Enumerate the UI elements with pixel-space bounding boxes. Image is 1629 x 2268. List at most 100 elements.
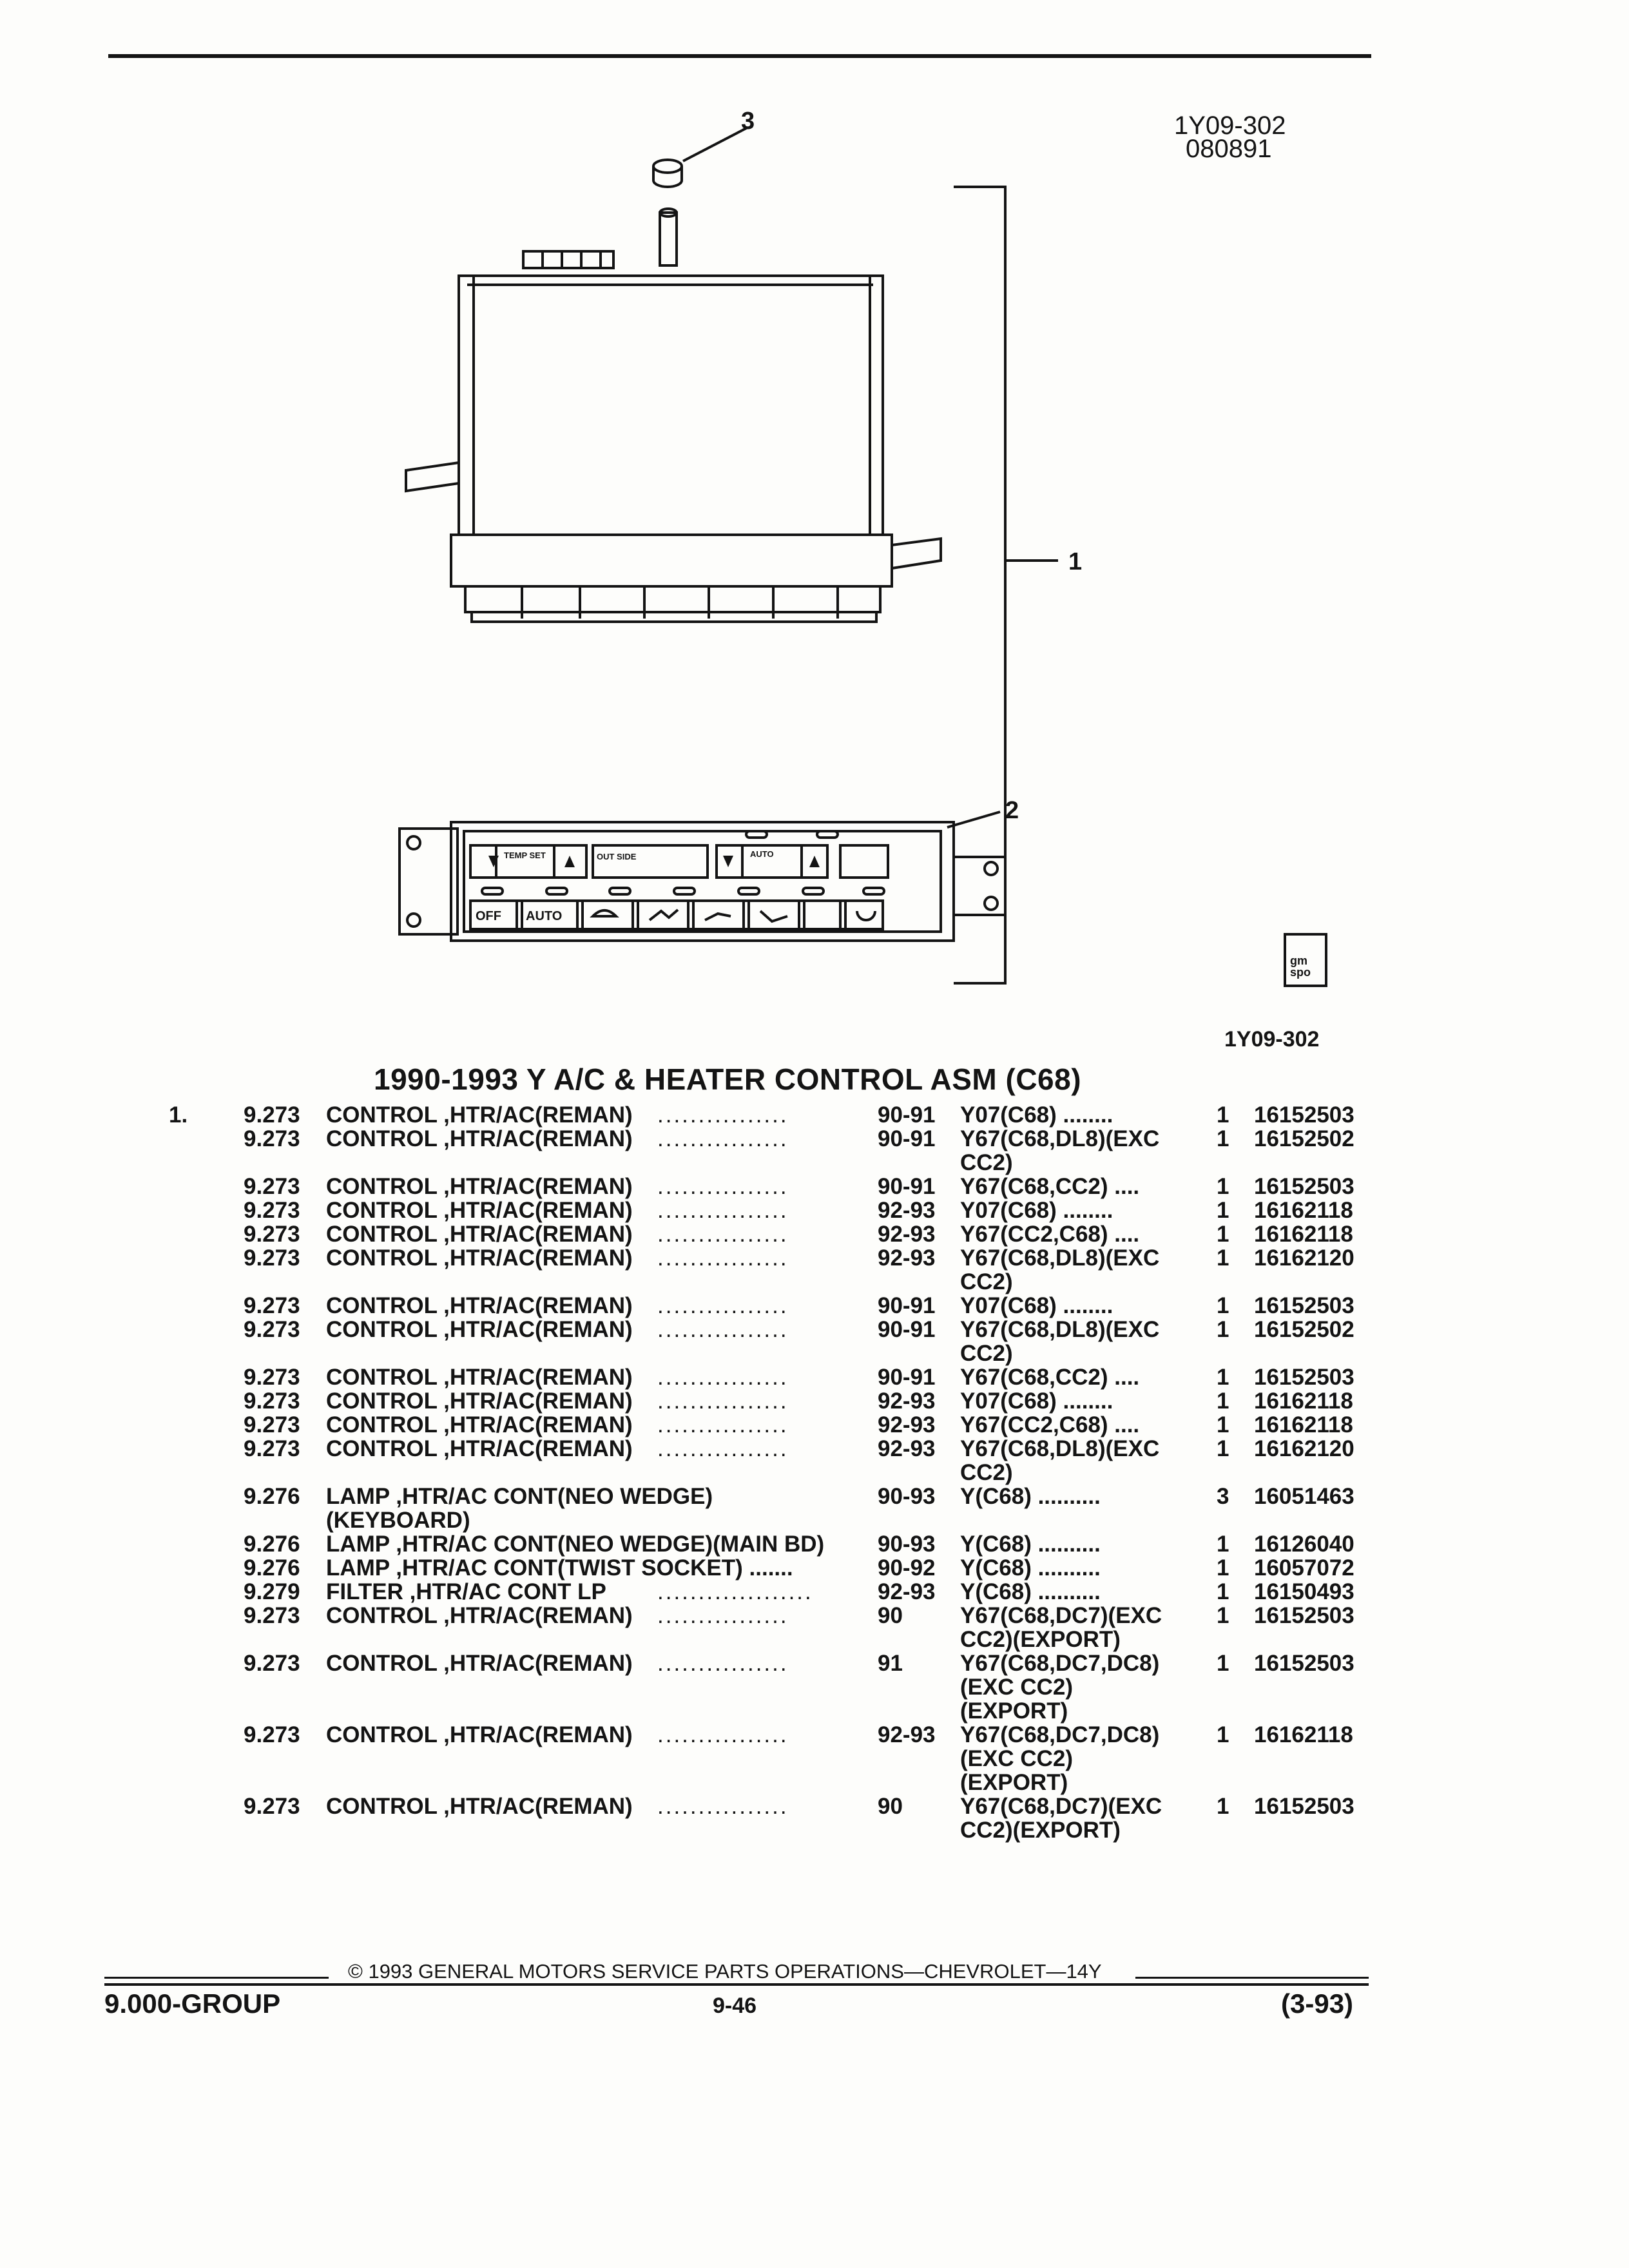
application: Y67(C68,DC7)(EXC <box>960 1603 1162 1628</box>
leader-dots: ................ <box>657 1365 789 1390</box>
callout-3: 3 <box>741 110 755 135</box>
part-number: 16152502 <box>1254 1317 1354 1342</box>
group-number: 9.279 <box>244 1579 300 1604</box>
quantity: 3 <box>1217 1484 1229 1509</box>
application: Y(C68) .......... <box>960 1555 1101 1581</box>
footer-rule <box>104 1983 1369 1986</box>
model-years: 92-93 <box>878 1722 936 1747</box>
part-description: LAMP ,HTR/AC CONT(TWIST SOCKET) ....... <box>326 1555 793 1581</box>
model-years: 92-93 <box>878 1579 936 1604</box>
callout-2: 2 <box>1005 797 1019 824</box>
part-number: 16152503 <box>1254 1365 1354 1390</box>
part-description: CONTROL ,HTR/AC(REMAN) <box>326 1198 633 1223</box>
outside-label: OUT SIDE <box>597 852 637 861</box>
gm-spo-logo: gm spo <box>1284 933 1327 987</box>
group-label: 9.000-GROUP <box>104 1988 281 2019</box>
quantity: 1 <box>1217 1651 1229 1676</box>
model-years: 92-93 <box>878 1436 936 1461</box>
auto-button-label: AUTO <box>526 909 562 923</box>
application: Y(C68) .......... <box>960 1532 1101 1557</box>
part-number: 16152503 <box>1254 1174 1354 1199</box>
leader-dots: ................ <box>657 1651 789 1676</box>
application: Y(C68) .......... <box>960 1484 1101 1509</box>
application: Y07(C68) ........ <box>960 1198 1113 1223</box>
quantity: 1 <box>1217 1532 1229 1557</box>
part-description: CONTROL ,HTR/AC(REMAN) <box>326 1174 633 1199</box>
fan-auto-label: AUTO <box>750 849 774 859</box>
control-faceplate <box>398 821 1007 942</box>
part-number: 16162120 <box>1254 1436 1354 1461</box>
callout-1: 1 <box>1068 548 1082 575</box>
quantity: 1 <box>1217 1174 1229 1199</box>
leader-dots: ................... <box>657 1579 813 1604</box>
part-number: 16051463 <box>1254 1484 1354 1509</box>
application: Y(C68) .......... <box>960 1579 1101 1604</box>
part-description: CONTROL ,HTR/AC(REMAN) <box>326 1365 633 1390</box>
group-number: 9.273 <box>244 1174 300 1199</box>
application: Y07(C68) ........ <box>960 1102 1113 1128</box>
application-cont: CC2) <box>960 1460 1013 1485</box>
part-description-cont: (KEYBOARD) <box>326 1508 470 1533</box>
top-rule <box>108 54 1371 58</box>
left-bracket <box>405 461 459 493</box>
group-number: 9.276 <box>244 1555 300 1581</box>
quantity: 1 <box>1217 1436 1229 1461</box>
application: Y67(C68,DC7,DC8) <box>960 1722 1160 1747</box>
part-description: CONTROL ,HTR/AC(REMAN) <box>326 1722 633 1747</box>
application-cont: CC2)(EXPORT) <box>960 1818 1121 1843</box>
right-bracket <box>891 537 942 570</box>
quantity: 1 <box>1217 1317 1229 1342</box>
copyright: © 1993 GENERAL MOTORS SERVICE PARTS OPER… <box>348 1960 1102 1983</box>
application: Y67(C68,DL8)(EXC <box>960 1245 1160 1271</box>
part-description: CONTROL ,HTR/AC(REMAN) <box>326 1436 633 1461</box>
leader-dots: ................ <box>657 1389 789 1414</box>
application: Y67(C68,DL8)(EXC <box>960 1436 1160 1461</box>
footer-rule-left <box>104 1977 329 1979</box>
leader-dots: ................ <box>657 1245 789 1271</box>
part-number: 16150493 <box>1254 1579 1354 1604</box>
model-years: 92-93 <box>878 1389 936 1414</box>
leader-dots: ................ <box>657 1317 789 1342</box>
leader-dots: ................ <box>657 1603 789 1628</box>
application: Y67(C68,CC2) .... <box>960 1365 1140 1390</box>
callout-3-leader <box>682 126 748 162</box>
shaft <box>659 211 678 267</box>
group-number: 9.273 <box>244 1198 300 1223</box>
part-description: CONTROL ,HTR/AC(REMAN) <box>326 1126 633 1151</box>
off-button-label: OFF <box>476 909 501 923</box>
application-cont: (EXPORT) <box>960 1698 1068 1724</box>
group-number: 9.273 <box>244 1651 300 1676</box>
part-description: CONTROL ,HTR/AC(REMAN) <box>326 1222 633 1247</box>
model-years: 90-91 <box>878 1365 936 1390</box>
model-years: 90-93 <box>878 1532 936 1557</box>
page-number: 9-46 <box>713 1994 757 2018</box>
quantity: 1 <box>1217 1126 1229 1151</box>
application-cont: (EXC CC2) <box>960 1746 1074 1771</box>
model-years: 92-93 <box>878 1412 936 1437</box>
leader-dots: ................ <box>657 1198 789 1223</box>
revision-date: (3-93) <box>1281 1988 1354 2019</box>
model-years: 90 <box>878 1794 903 1819</box>
model-years: 92-93 <box>878 1198 936 1223</box>
group-number: 9.273 <box>244 1603 300 1628</box>
part-description: CONTROL ,HTR/AC(REMAN) <box>326 1603 633 1628</box>
part-description: FILTER ,HTR/AC CONT LP <box>326 1579 606 1604</box>
leader-dots: ................ <box>657 1722 789 1747</box>
part-description: CONTROL ,HTR/AC(REMAN) <box>326 1245 633 1271</box>
control-module-body <box>450 274 893 623</box>
model-years: 92-93 <box>878 1222 936 1247</box>
part-number: 16057072 <box>1254 1555 1354 1581</box>
quantity: 1 <box>1217 1412 1229 1437</box>
part-number: 16152503 <box>1254 1651 1354 1676</box>
part-number: 16162118 <box>1254 1198 1353 1223</box>
reference-date: 080891 <box>1186 135 1272 163</box>
parts-illustration: TEMP SET OUT SIDE AUTO OFF AUTO 3 1 2 <box>398 110 1082 985</box>
